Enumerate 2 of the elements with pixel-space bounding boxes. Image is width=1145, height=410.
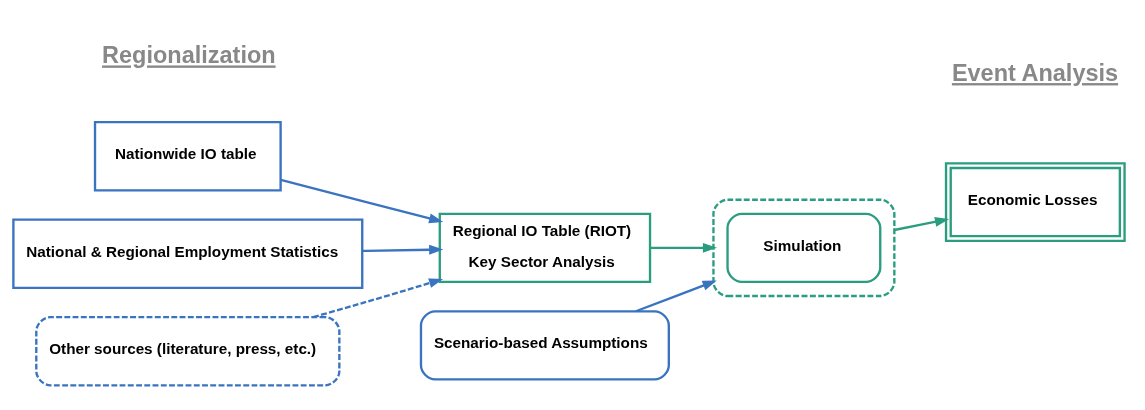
label: Event Analysis (951, 60, 1119, 87)
label: Regionalization (102, 42, 276, 69)
